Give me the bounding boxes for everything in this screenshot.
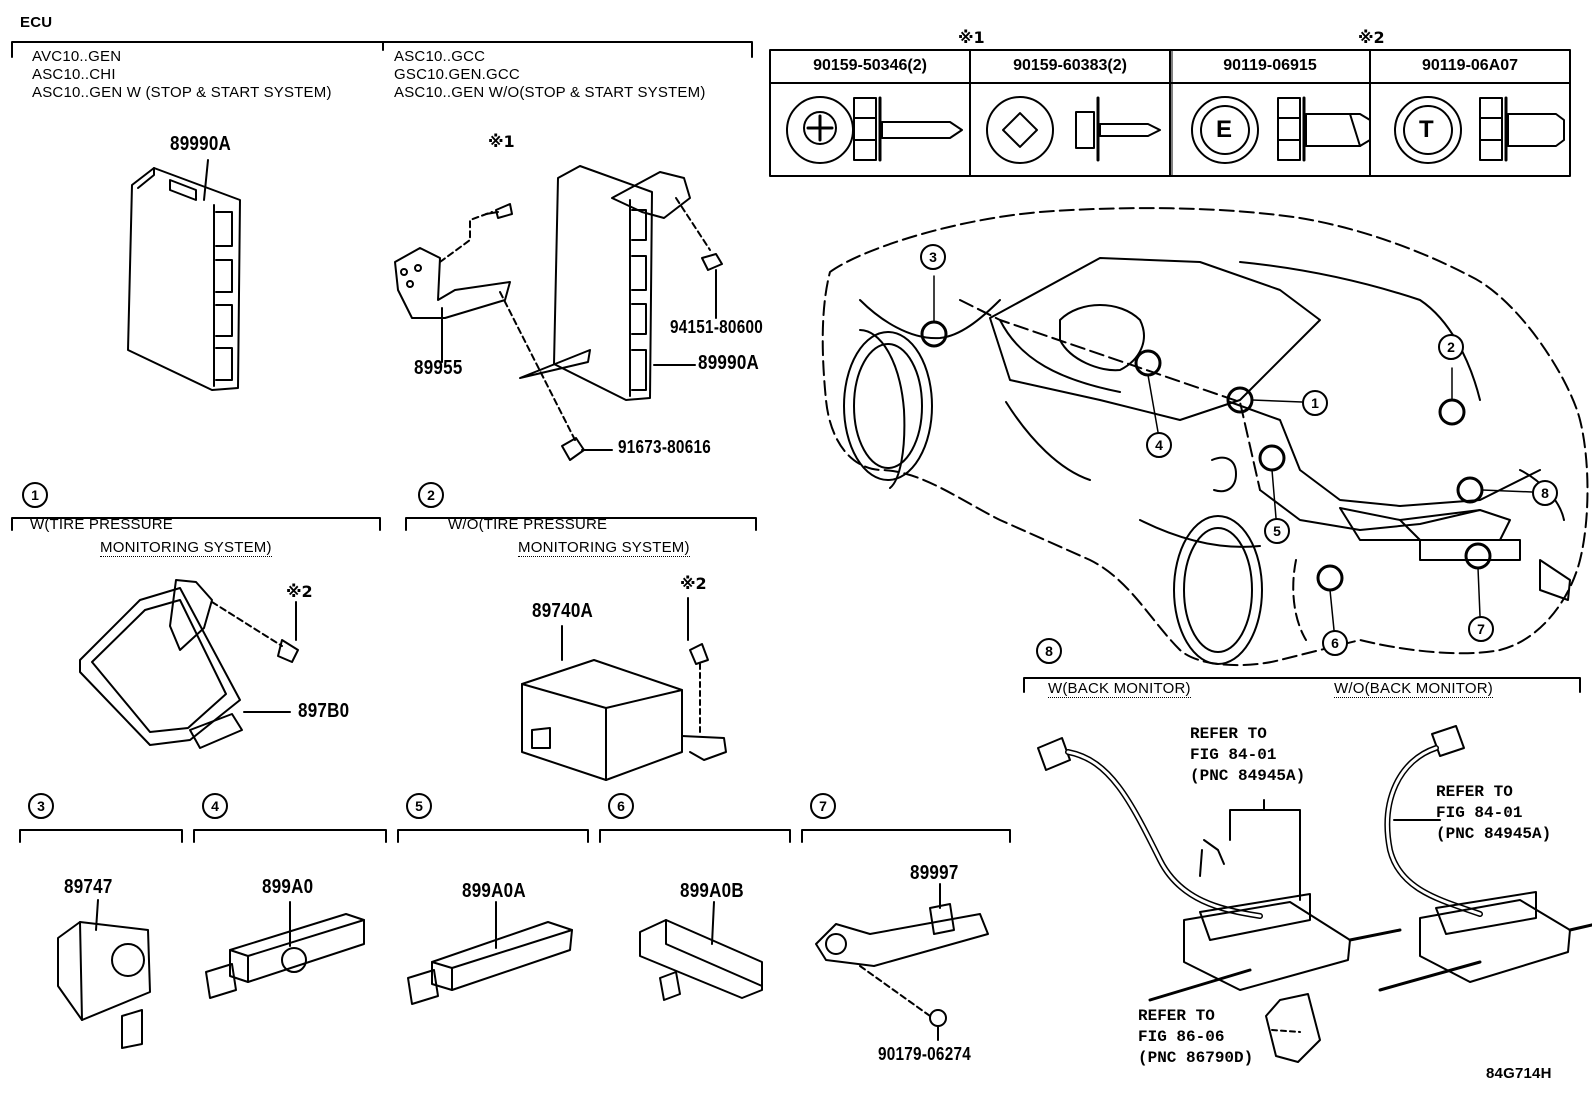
fastener-icon-4 [1394, 96, 1565, 164]
ref-c-line3: (PNC 86790D) [1138, 1049, 1254, 1067]
fastener-icon-3 [1191, 96, 1371, 164]
section8-left-header: W(BACK MONITOR) [1048, 680, 1191, 698]
page-title: ECU [20, 14, 53, 31]
car-callout-5: 5 [1264, 518, 1290, 544]
fastener-group1-mark: ※1 [958, 28, 985, 47]
car-callout-6: 6 [1322, 630, 1348, 656]
fastener-table [769, 49, 1571, 177]
section1-line1: W(TIRE PRESSURE [30, 516, 174, 533]
ecu-section-bracket [11, 41, 753, 58]
section6-number: 6 [608, 793, 634, 819]
sensor-89997-drawing [815, 883, 989, 1041]
fastener-part-1: 90159-50346(2) [813, 57, 927, 74]
part-899a0b: 899A0B [680, 880, 744, 902]
callout-markers [920, 320, 1492, 592]
section2-bracket [405, 517, 757, 531]
ecu-model-right-2: GSC10.GEN.GCC [394, 66, 520, 83]
car-callout-7: 7 [1468, 616, 1494, 642]
section1-bracket [11, 517, 381, 531]
car-callout-4: 4 [1146, 432, 1172, 458]
part-89955: 89955 [414, 357, 463, 379]
section2-mark: ※2 [680, 574, 707, 593]
car-callout-8: 8 [1532, 480, 1558, 506]
section7-bracket [801, 829, 1011, 843]
section5-bracket [397, 829, 589, 843]
fastener-icon-1 [786, 96, 963, 164]
sensor-89747-drawing [57, 899, 151, 1049]
bolt-drawing-1 [485, 203, 513, 219]
bracket-89955-drawing [394, 197, 711, 441]
ecu-model-left-3: ASC10..GEN W (STOP & START SYSTEM) [32, 84, 332, 101]
ref-b-line3: (PNC 84945A) [1436, 825, 1552, 843]
ref-a-line1: REFER TO [1190, 725, 1267, 743]
section8-bracket [1023, 677, 1581, 693]
part-94151-80600: 94151-80600 [670, 317, 763, 337]
ecu-89990a-right-drawing [519, 165, 696, 401]
part-89990a-right: 89990A [698, 352, 760, 374]
section2-number: 2 [418, 482, 444, 508]
ref-c-line1: REFER TO [1138, 1007, 1215, 1025]
part-899a0a: 899A0A [462, 880, 526, 902]
fastener-head-e: E [1216, 116, 1233, 143]
part-897b0: 897B0 [298, 700, 350, 722]
antenna-899a0-drawing [205, 901, 365, 999]
ref-b-line2: FIG 84-01 [1436, 804, 1523, 822]
section7-number: 7 [810, 793, 836, 819]
ref-a-line3: (PNC 84945A) [1190, 767, 1306, 785]
fastener-group2-mark: ※2 [1358, 28, 1385, 47]
part-89747: 89747 [64, 876, 113, 898]
part-91673-80616: 91673-80616 [618, 437, 711, 457]
car-callout-3: 3 [920, 244, 946, 270]
section5-number: 5 [406, 793, 432, 819]
ecu-model-right-3: ASC10..GEN W/O(STOP & START SYSTEM) [394, 84, 706, 101]
section3-bracket [19, 829, 183, 843]
section2-line2: MONITORING SYSTEM) [518, 539, 690, 557]
ref-a-line2: FIG 84-01 [1190, 746, 1277, 764]
tpms-897b0-drawing [79, 579, 299, 749]
section8-right-header: W/O(BACK MONITOR) [1334, 680, 1493, 698]
ref-c-line2: FIG 86-06 [1138, 1028, 1225, 1046]
camera-harness-left-drawing [1037, 737, 1402, 1063]
section4-number: 4 [202, 793, 228, 819]
antenna-899a0b-drawing [639, 901, 763, 1001]
section1-mark: ※2 [286, 582, 313, 601]
part-89990a-left: 89990A [170, 133, 232, 155]
section8-number: 8 [1036, 638, 1062, 664]
car-body-drawing [821, 207, 1589, 667]
callout-leaders [933, 275, 1533, 631]
ecu-model-right-1: ASC10..GCC [394, 48, 486, 65]
part-90179-06274: 90179-06274 [878, 1044, 971, 1064]
section1-line2: MONITORING SYSTEM) [100, 539, 272, 557]
ref-b-line1: REFER TO [1436, 783, 1513, 801]
diagram-code: 84G714H [1486, 1065, 1552, 1082]
bolt-91673-drawing [561, 437, 613, 461]
section4-bracket [193, 829, 387, 843]
bolt-mark-1: ※1 [488, 132, 515, 151]
ecu-89990a-left-drawing [127, 159, 241, 391]
fastener-part-4: 90119-06A07 [1421, 57, 1519, 74]
section3-number: 3 [28, 793, 54, 819]
section1-number: 1 [22, 482, 48, 508]
fastener-head-t: T [1419, 116, 1435, 143]
clip-94151-drawing [701, 253, 723, 319]
ecu-model-left-2: ASC10..CHI [32, 66, 116, 83]
section6-bracket [599, 829, 791, 843]
part-89997: 89997 [910, 862, 959, 884]
ecu-model-left-1: AVC10..GEN [32, 48, 122, 65]
fastener-icon-2 [986, 96, 1161, 164]
fastener-part-3: 90119-06915 [1223, 57, 1317, 74]
car-callout-2: 2 [1438, 334, 1464, 360]
fastener-part-2: 90159-60383(2) [1013, 57, 1127, 74]
tpms-89740a-drawing [521, 597, 727, 781]
camera-harness-right-drawing [1378, 725, 1592, 992]
antenna-899a0a-drawing [407, 901, 573, 1005]
part-89740a: 89740A [532, 600, 594, 622]
section2-line1: W/O(TIRE PRESSURE [448, 516, 608, 533]
car-callout-1: 1 [1302, 390, 1328, 416]
part-899a0: 899A0 [262, 876, 314, 898]
